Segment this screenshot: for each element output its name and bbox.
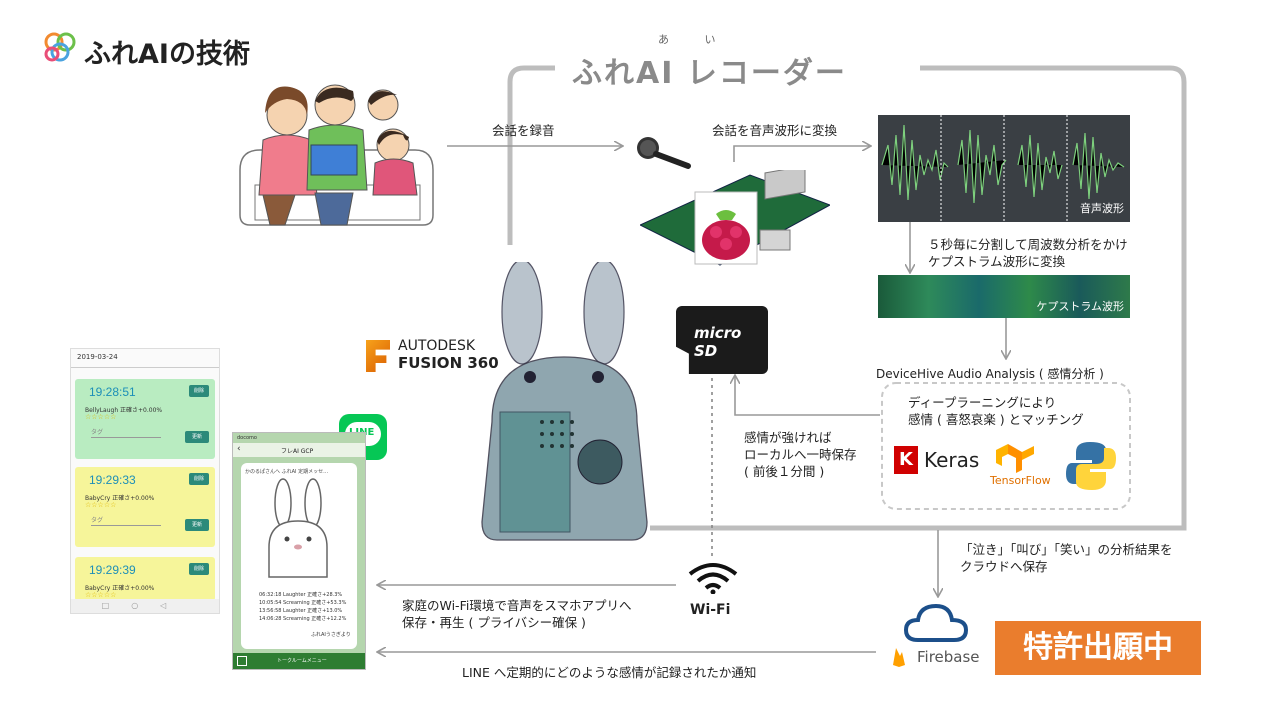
tensorflow-label: TensorFlow [990,474,1051,487]
rabbit-device-model [462,259,667,547]
update-button[interactable]: 更新 [185,431,209,443]
entry-time: 19:29:39 [89,563,136,577]
app-date: 2019-03-24 [77,353,118,361]
wifi-icon [686,562,740,595]
keras-icon: K [894,446,918,474]
update-button[interactable]: 更新 [185,519,209,531]
firebase-label: Firebase [917,648,980,666]
tensorflow-icon [996,444,1034,473]
raspberry-pi-board [638,165,832,275]
app-entry[interactable]: 19:29:33 BabyCry 正確さ+0.00% ☆☆☆☆☆ 削除 タグ 更… [75,467,215,547]
delete-button[interactable]: 削除 [189,385,209,397]
arrow-to-waveform [733,146,870,162]
fusion360-top: AUTODESK [398,338,476,354]
message-signature: ふれAIうさぎより [311,632,351,638]
label-line-notify: LINE へ定期的にどのような感情が記録されたか通知 [462,665,757,680]
cepstrum-caption: ケプストラム波形 [1036,300,1124,313]
label-record: 会話を録音 [492,123,555,138]
menu-icon [237,656,247,666]
entry-detail: BabyCry 正確さ+0.00% [85,495,155,502]
keras-label: Keras [924,448,980,472]
patent-badge: 特許出願中 [995,621,1201,675]
microsd-label: micro SD [694,324,742,360]
entry-stars[interactable]: ☆☆☆☆☆ [85,413,117,421]
message-log-0: 06:32:18 Laughter 正確さ+28.3% [259,592,343,598]
fusion360-logo: AUTODESK FUSION 360 [366,338,506,378]
recorder-ruby: あ い [658,33,732,46]
microphone-icon [636,134,696,174]
entry-detail: BabyCry 正確さ+0.00% [85,585,155,592]
label-deep-learning: ディープラーニングにより 感情 ( 喜怒哀楽 ) とマッチング [908,395,1084,427]
entry-time: 19:28:51 [89,385,136,399]
entry-time: 19:29:33 [89,473,136,487]
tag-input[interactable]: タグ [91,427,161,438]
label-split: ５秒毎に分割して周波数分析をかけ ケプストラム波形に変換 [928,237,1128,269]
recorder-frame [507,65,1187,531]
message-log-1: 10:05:54 Screaming 正確さ+53.3% [259,600,347,606]
tensorflow-logo: TensorFlow [988,440,1052,490]
line-chat-screenshot: docomo ‹ フレAI GCP かのるぱさんへ ふれAI 定期メッセ… 06… [232,432,366,670]
message-log-3: 14:06:28 Screaming 正確さ+12.2% [259,616,347,622]
message-log-2: 13:56:58 Laughter 正確さ+13.0% [259,608,343,614]
label-to-waveform: 会話を音声波形に変換 [712,123,838,138]
app-screenshot: 2019-03-24 19:28:51 BellyLaugh 正確さ+0.00%… [70,348,220,614]
talk-room-menu-label: トークルームメニュー [277,658,327,664]
app-divider [71,367,219,368]
waveform-image: 音声波形 [878,115,1130,222]
recorder-title: ふれAI レコーダー [556,48,863,92]
waveform-caption: 音声波形 [1080,202,1124,215]
title-logo-icon [40,30,80,64]
label-local-save: 感情が強ければ ローカルへ一時保存 ( 前後１分間 ) [744,430,857,479]
entry-detail: BellyLaugh 正確さ+0.00% [85,407,163,414]
page-title: ふれAIの技術 [84,39,250,70]
app-entry[interactable]: 19:29:39 BabyCry 正確さ+0.00% ☆☆☆☆☆ 削除 [75,557,215,601]
line-chat-title: フレAI GCP [281,448,314,455]
line-carrier: docomo [237,435,257,441]
delete-button[interactable]: 削除 [189,473,209,485]
microsd-card-icon: micro SD [676,306,768,374]
rabbit-icon [263,477,333,581]
fusion360-icon [366,340,390,372]
family-illustration [235,75,435,230]
cloud-icon [903,602,969,644]
app-entry[interactable]: 19:28:51 BellyLaugh 正確さ+0.00% ☆☆☆☆☆ 削除 タ… [75,379,215,459]
firebase-flame-icon [892,647,906,667]
analysis-box [881,382,1131,510]
line-chat-header: ‹ フレAI GCP [233,443,365,457]
android-nav-bar: □○◁ [71,599,219,613]
keras-logo: K Keras [894,446,984,474]
label-wifi-app: 家庭のWi-Fi環境で音声をスマホアプリへ 保存・再生 ( プライバシー確保 ) [402,598,632,630]
delete-button[interactable]: 削除 [189,563,209,575]
entry-stars[interactable]: ☆☆☆☆☆ [85,591,117,599]
label-cloud-save: 「泣き」「叫び」「笑い」の分析結果を クラウドへ保存 [960,542,1173,574]
back-icon[interactable]: ‹ [237,444,241,454]
label-analysis-title: DeviceHive Audio Analysis ( 感情分析 ) [876,367,1104,381]
wifi-label: Wi-Fi [690,602,731,618]
message-head: かのるぱさんへ ふれAI 定期メッセ… [245,469,329,475]
line-message-bubble: かのるぱさんへ ふれAI 定期メッセ… 06:32:18 Laughter 正確… [241,463,357,649]
talk-room-menu[interactable]: トークルームメニュー [233,653,365,669]
tag-input[interactable]: タグ [91,515,161,526]
arrow-local-save [735,376,880,416]
cepstrum-image: ケプストラム波形 [878,275,1130,318]
fusion360-bottom: FUSION 360 [398,354,499,372]
entry-stars[interactable]: ☆☆☆☆☆ [85,501,117,509]
python-icon [1064,440,1118,492]
